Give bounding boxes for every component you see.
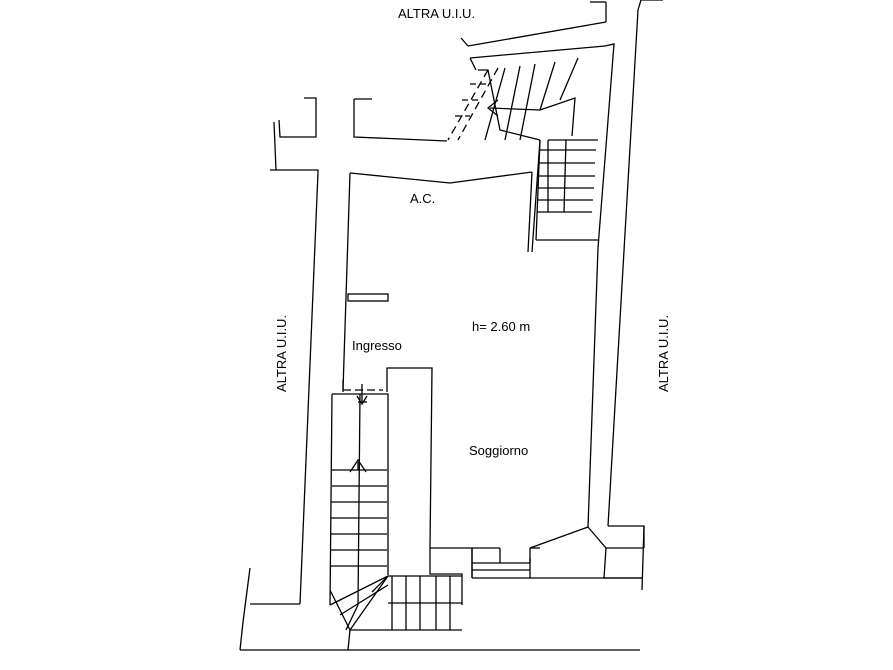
label-common-area: A.C.	[410, 191, 435, 206]
top-stairwell	[447, 57, 598, 253]
label-height: h= 2.60 m	[472, 319, 530, 334]
wall-niche	[347, 293, 389, 302]
label-right-other-unit: ALTRA U.I.U.	[656, 315, 671, 392]
label-living-room: Soggiorno	[469, 443, 528, 458]
label-entrance: Ingresso	[352, 338, 402, 353]
label-left-other-unit: ALTRA U.I.U.	[274, 315, 289, 392]
label-top-other-unit: ALTRA U.I.U.	[398, 6, 475, 21]
entrance-partition	[342, 367, 642, 605]
wall-left	[239, 171, 640, 651]
lower-staircase	[329, 384, 462, 651]
wall-top-left	[270, 97, 533, 184]
wall-right	[460, 0, 663, 591]
